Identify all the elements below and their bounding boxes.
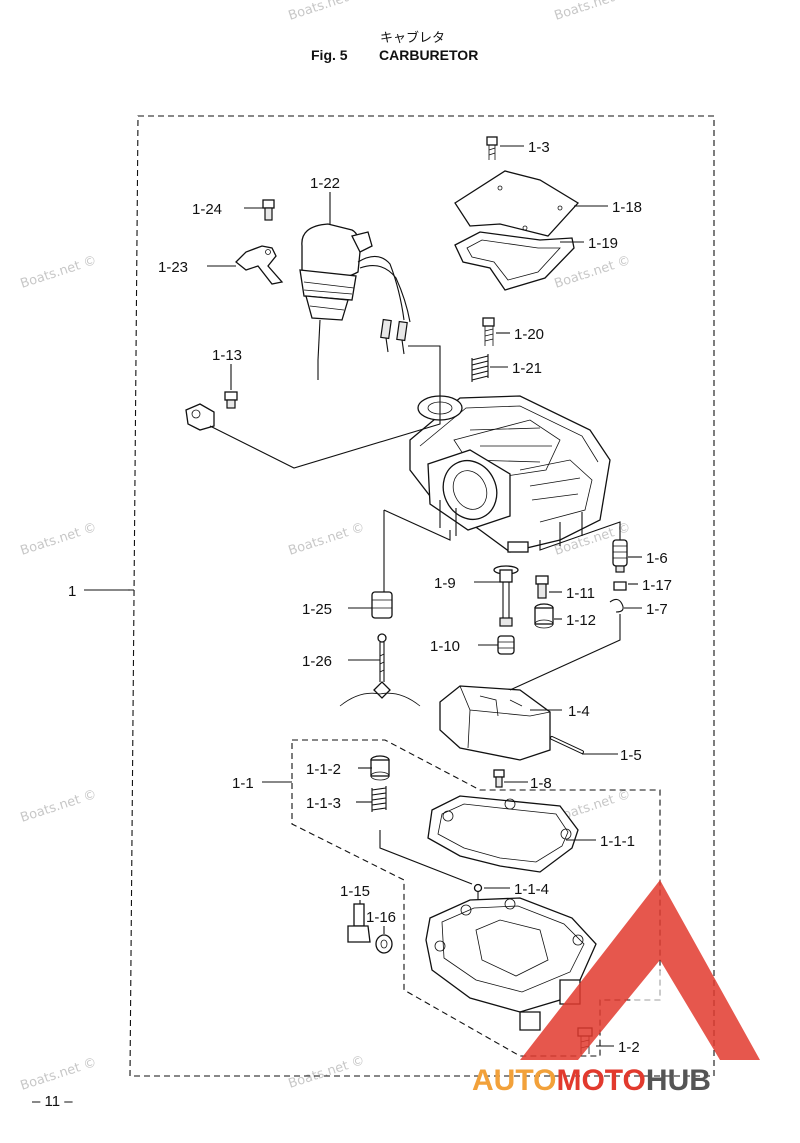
callout-1-1: 1-1 [232, 775, 254, 792]
brand-auto: AUTO [472, 1064, 556, 1097]
jet-1-10 [497, 635, 515, 655]
callout-1-8: 1-8 [530, 775, 552, 792]
oring-1-17 [613, 581, 627, 591]
leader-lines [84, 145, 642, 1047]
nozzle-1-9 [493, 565, 519, 627]
watermark-text: Boats.net © [553, 253, 633, 292]
header-title-jp: キャブレタ [380, 30, 445, 46]
watermark-text: Boats.net © [19, 1055, 99, 1094]
plate-1-18 [454, 170, 580, 237]
page-number: – 11 – [32, 1093, 73, 1110]
gasket-1-19 [454, 231, 575, 291]
callout-1-1-1: 1-1-1 [600, 833, 635, 850]
callout-1-19: 1-19 [588, 235, 618, 252]
float-chamber-frame [291, 739, 661, 1057]
callout-1-4: 1-4 [568, 703, 590, 720]
callout-1-3: 1-3 [528, 139, 550, 156]
screw-1-20 [482, 317, 495, 346]
callout-1-26: 1-26 [302, 653, 332, 670]
header-title-en: CARBURETOR [379, 47, 478, 63]
callout-1-23: 1-23 [158, 259, 188, 276]
valve-1-6 [612, 539, 628, 573]
brand-hub: HUB [646, 1064, 711, 1097]
screw-1-1-4 [473, 883, 483, 904]
callout-1-1-3: 1-1-3 [306, 795, 341, 812]
callout-1-2: 1-2 [618, 1039, 640, 1056]
watermark-text: Boats.net © [19, 787, 99, 826]
callout-1-1-2: 1-1-2 [306, 761, 341, 778]
callout-1-16: 1-16 [366, 909, 396, 926]
watermark-text: Boats.net © [287, 520, 367, 559]
callout-1-5: 1-5 [620, 747, 642, 764]
clip-1-7 [609, 598, 624, 613]
float-1-4 [439, 685, 551, 761]
callout-1-15: 1-15 [340, 883, 370, 900]
brand-moto: MOTO [556, 1064, 645, 1097]
callout-1-17: 1-17 [642, 577, 672, 594]
holder-1-25 [371, 591, 393, 619]
brand-logo: AUTOMOTOHUB [472, 880, 760, 1097]
plug-1-1-2 [370, 755, 390, 781]
callout-1-13: 1-13 [212, 347, 242, 364]
callout-1-10: 1-10 [430, 638, 460, 655]
screw-1-26 [339, 633, 421, 707]
callout-1-18: 1-18 [612, 199, 642, 216]
screw-1-8 [493, 769, 505, 788]
watermark-text: Boats.net © [553, 0, 633, 24]
callout-1-1-4: 1-1-4 [514, 881, 549, 898]
spring-1-21 [471, 354, 489, 382]
spring-1-1-3 [371, 786, 387, 812]
header-fig-label: Fig. 5 [311, 47, 348, 63]
callout-1-11: 1-11 [566, 585, 595, 602]
washer-1-16 [375, 934, 393, 954]
callout-1-22: 1-22 [310, 175, 340, 192]
callout-1-12: 1-12 [566, 612, 596, 629]
callout-1: 1 [68, 583, 76, 600]
screw-1-3 [486, 136, 498, 160]
assembly-frame [129, 115, 715, 1077]
svg-text:AUTOMOTOHUB: AUTOMOTOHUB [472, 1064, 711, 1097]
callout-1-6: 1-6 [646, 550, 668, 567]
callout-labels: 1-3 1-22 1-24 1-18 1-19 1-23 1-20 1-13 1… [68, 139, 672, 1056]
callout-1-25: 1-25 [302, 601, 332, 618]
screw-1-11 [535, 575, 549, 599]
screw-1-15 [347, 903, 371, 943]
watermark-text: Boats.net © [19, 520, 99, 559]
watermark-text: Boats.net © [19, 253, 99, 292]
solenoid-1-22 [299, 223, 411, 361]
callout-1-20: 1-20 [514, 326, 544, 343]
brand-triangle-icon [520, 880, 760, 1060]
clip-1-23 [235, 245, 284, 285]
gasket-1-1-1 [427, 795, 579, 873]
callout-1-9: 1-9 [434, 575, 456, 592]
callout-1-21: 1-21 [512, 360, 542, 377]
watermark-text: Boats.net © [287, 0, 367, 24]
screw-1-24 [262, 199, 275, 221]
watermark-text: Boats.net © [287, 1053, 367, 1092]
callout-1-7: 1-7 [646, 601, 668, 618]
callout-1-24: 1-24 [192, 201, 222, 218]
fitting-1-13 [185, 391, 238, 431]
plug-1-12 [534, 603, 554, 629]
